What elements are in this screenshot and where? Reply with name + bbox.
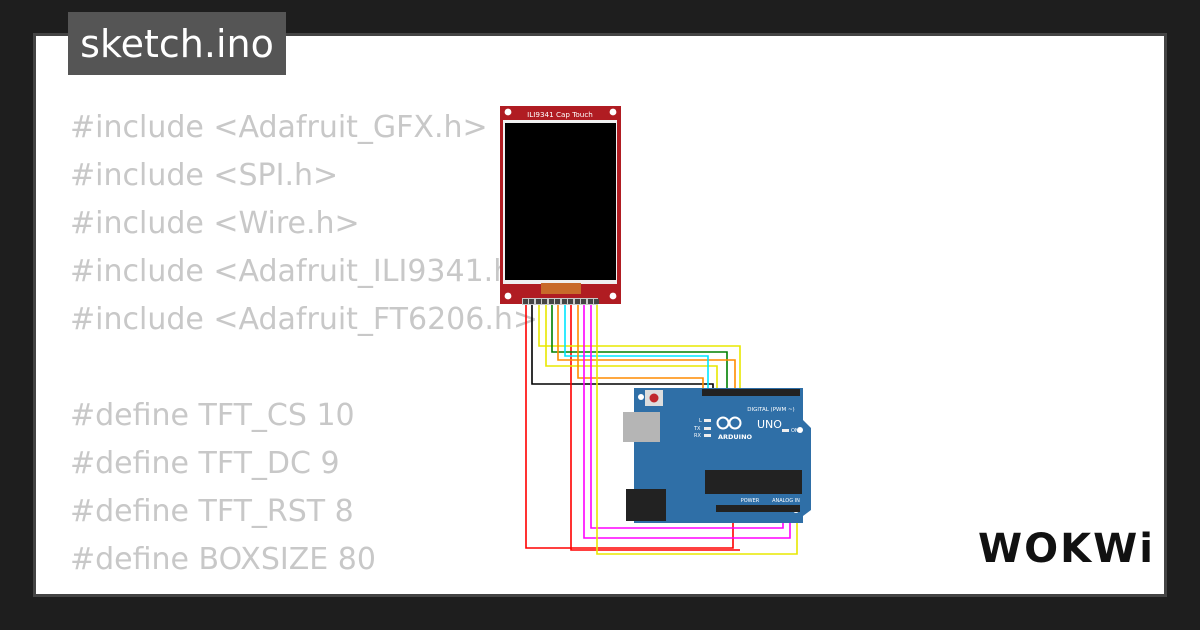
mount-hole-icon [797,427,803,433]
atmega-chip [705,470,802,494]
code-line: #define TFT_CS 10 [70,398,355,433]
reset-button[interactable] [649,393,659,403]
wire-yellow-1 [538,303,741,392]
mount-hole-icon [609,108,617,116]
wire-yellow-2 [545,303,718,392]
usb-connector [623,412,660,442]
led-l-icon [704,419,711,422]
wires [525,302,798,555]
digital-header-label: DIGITAL (PWM ~) [747,407,794,413]
code-line: #include <Adafruit_ILI9341.h> [70,254,538,289]
power-jack [626,489,666,521]
tft-display-module[interactable]: ILI9341 Cap Touch [500,106,621,305]
board-model: UNO [757,418,782,431]
code-line: #define PENRADIUS 5 [70,584,538,594]
code-line: #include <Adafruit_GFX.h> [70,110,488,145]
code-line: #define TFT_DC 9 [70,446,340,481]
code-line: #define TFT_RST 8 [70,494,354,529]
display-label: ILI9341 Cap Touch [527,110,593,119]
led-rx-icon [704,434,711,437]
code-line: #include <Adafruit_FT6206.h> [70,302,539,337]
mount-hole-icon [504,108,512,116]
digital-header [702,389,800,396]
file-tab[interactable]: sketch.ino [68,12,286,75]
arduino-uno-board[interactable]: DIGITAL (PWM ~) POWER ANALOG IN UNO ARDU… [623,388,811,523]
analog-header-label: ANALOG IN [772,498,800,504]
led-on-label: ON [791,428,799,434]
mount-hole-icon [609,292,617,300]
display-screen [505,123,616,280]
power-analog-header [716,505,800,512]
power-header-label: POWER [741,498,760,504]
mount-hole-icon [504,292,512,300]
code-line: #define BOXSIZE 80 [70,542,376,577]
code-editor: #include <Adafruit_GFX.h> #include <SPI.h… [70,104,539,594]
wire-orange-1 [557,303,736,392]
led-tx-label: TX [693,426,701,432]
code-line: #include <SPI.h> [70,158,339,193]
led-on-icon [782,429,789,432]
wire-magenta-1 [583,303,791,539]
display-pin-header [522,298,599,305]
arduino-logo-icon [716,416,742,430]
file-tab-label: sketch.ino [80,21,274,66]
wire-cyan [564,303,709,392]
flex-cable [541,283,581,294]
wire-green [551,303,728,392]
led-l-label: L [699,418,702,424]
code-line: #include <Wire.h> [70,206,360,241]
wire-red-2 [570,303,740,551]
wokwi-logo: WOKWi [978,526,1155,572]
led-tx-icon [704,427,711,430]
mount-hole-icon [638,394,644,400]
board-brand: ARDUINO [718,433,753,441]
wire-orange-2 [577,303,704,392]
wire-yellow-3 [596,303,798,555]
led-rx-label: RX [694,433,701,439]
